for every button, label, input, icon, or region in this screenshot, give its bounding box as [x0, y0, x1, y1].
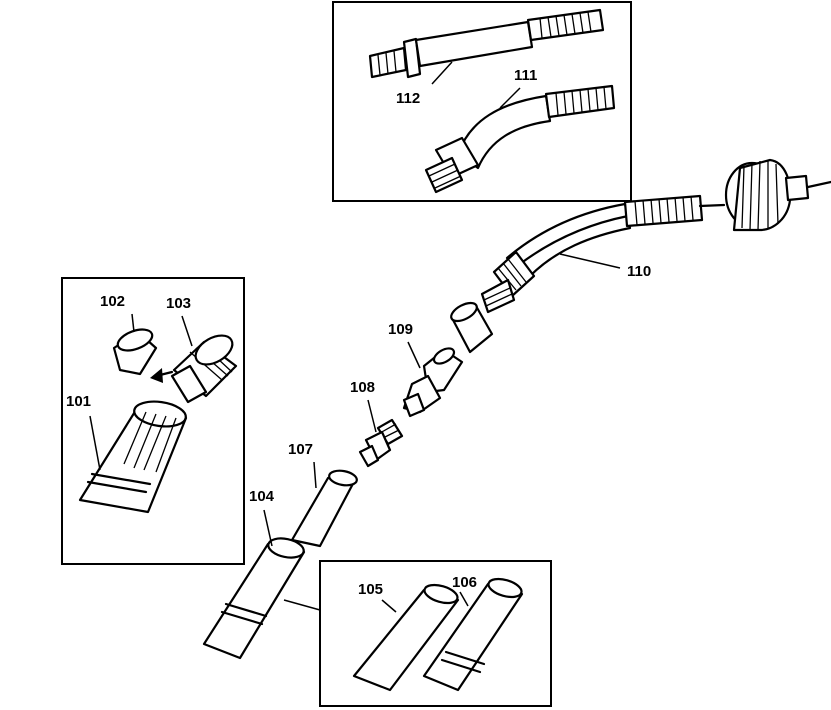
label-103: 103	[166, 295, 191, 312]
label-105: 105	[358, 581, 383, 598]
label-112: 112	[396, 90, 420, 107]
inset-box-bottom	[319, 560, 552, 707]
inset-box-left	[61, 277, 245, 565]
part-102-insulator	[112, 328, 158, 376]
part-104-nozzle	[202, 537, 306, 660]
part-105-nozzle	[352, 583, 460, 692]
label-111: 111	[514, 67, 537, 84]
part-109-contact-tip-holder	[402, 347, 464, 418]
label-107: 107	[288, 441, 313, 458]
label-108: 108	[350, 379, 375, 396]
label-104: 104	[249, 488, 275, 505]
part-110-gooseneck-cable	[480, 158, 831, 314]
part-106-nozzle	[422, 577, 524, 692]
part-insulator-ring	[450, 301, 494, 354]
part-107-tube	[290, 469, 358, 548]
leader-lines	[89, 61, 621, 613]
label-106: 106	[452, 574, 477, 591]
part-111-bent-neck	[424, 84, 616, 194]
part-101-nozzle-assembly	[78, 400, 188, 514]
label-101: 101	[66, 393, 91, 410]
label-110: 110	[627, 263, 651, 280]
part-112-straight-neck	[368, 8, 605, 79]
part-103-adapter	[170, 334, 238, 404]
inset-box-top	[332, 1, 632, 202]
label-109: 109	[388, 321, 413, 338]
direction-arrow	[150, 368, 174, 383]
part-108-contact-tip	[358, 418, 404, 468]
label-102: 102	[100, 293, 125, 310]
